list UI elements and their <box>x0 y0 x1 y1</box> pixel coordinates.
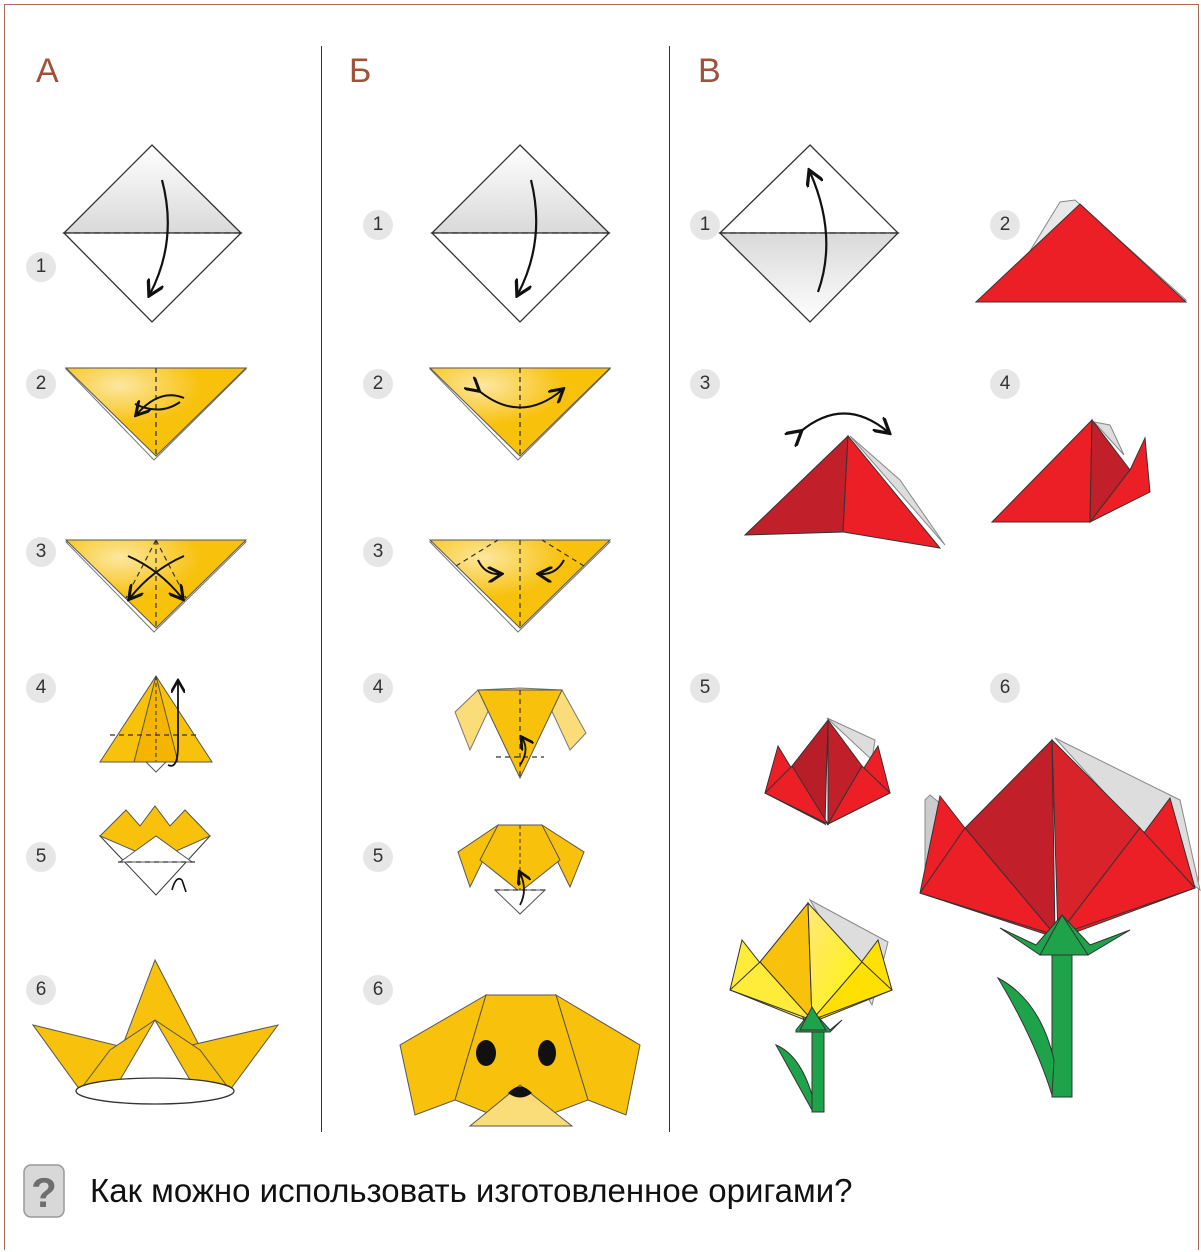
step-number: 3 <box>363 537 393 567</box>
diagram-v5 <box>764 717 891 826</box>
diagram-a2 <box>64 367 248 461</box>
diagram-b1 <box>430 144 611 323</box>
diagram-a3 <box>64 539 248 633</box>
column-divider <box>321 46 322 1132</box>
step-number: 2 <box>363 369 393 399</box>
diagram-a6 <box>31 958 280 1105</box>
step-number: 2 <box>26 369 56 399</box>
step-number: 1 <box>690 210 720 240</box>
diagram-v5-yellow-tulip <box>729 898 893 1113</box>
step-number: 4 <box>990 369 1020 399</box>
step-number: 5 <box>690 673 720 703</box>
step-number: 6 <box>26 975 56 1005</box>
column-divider <box>669 46 670 1132</box>
step-number: 4 <box>363 673 393 703</box>
step-number: 6 <box>990 673 1020 703</box>
diagram-v1 <box>718 144 900 323</box>
diagram-b4 <box>454 687 587 780</box>
column-label-b: Б <box>349 52 372 90</box>
step-number: 3 <box>26 537 56 567</box>
question-text: Как можно использовать изготовленное ори… <box>90 1172 853 1209</box>
step-number: 1 <box>26 252 56 282</box>
page-frame <box>4 4 1199 1250</box>
diagram-v3 <box>743 412 946 549</box>
step-number: 5 <box>26 842 56 872</box>
diagram-b3 <box>428 539 612 633</box>
diagram-b5 <box>457 824 585 915</box>
diagram-a1 <box>62 144 243 323</box>
question-icon: ? <box>23 1164 65 1218</box>
diagram-b2 <box>428 367 612 461</box>
diagram-a4 <box>99 675 213 773</box>
step-number: 2 <box>990 210 1020 240</box>
diagram-b6 <box>399 993 641 1127</box>
step-number: 3 <box>690 369 720 399</box>
diagram-v4 <box>990 418 1151 524</box>
step-number: 4 <box>26 673 56 703</box>
step-number: 1 <box>363 210 393 240</box>
column-label-a: А <box>36 52 59 90</box>
column-label-v: В <box>698 52 721 90</box>
diagram-v2 <box>974 199 1188 303</box>
diagram-a5 <box>98 805 212 896</box>
step-number: 5 <box>363 842 393 872</box>
step-number: 6 <box>363 975 393 1005</box>
svg-text:?: ? <box>31 1169 57 1216</box>
diagram-v6 <box>919 737 1201 1098</box>
